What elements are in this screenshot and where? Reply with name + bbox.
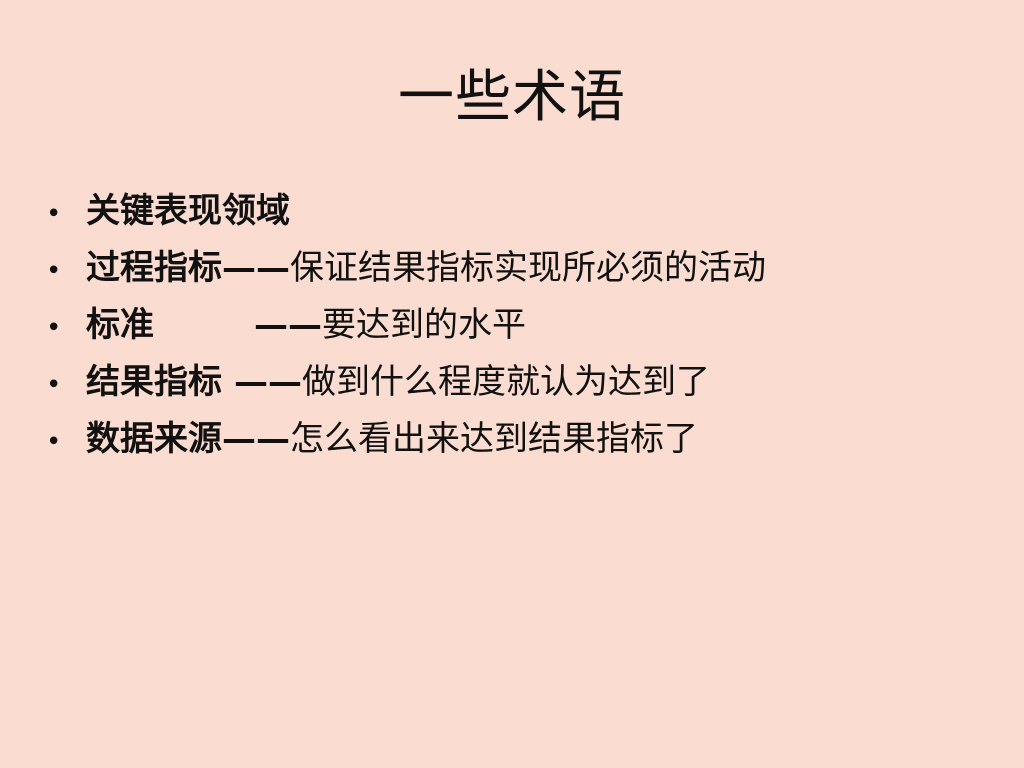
term-dash: —— — [222, 419, 290, 459]
slide-title: 一些术语 — [398, 65, 626, 130]
bullet-icon: • — [46, 256, 62, 286]
term-label: 结果指标 — [86, 362, 222, 402]
term-description: 要达到的水平 — [322, 305, 526, 345]
term-label: 关键表现领域 — [86, 191, 290, 231]
bullet-icon: • — [46, 370, 62, 400]
list-item: • 关键表现领域 — [46, 185, 996, 242]
term-list: • 关键表现领域 • 过程指标——保证结果指标实现所必须的活动 • 标准——要达… — [46, 185, 996, 470]
term-description: 怎么看出来达到结果指标了 — [290, 419, 698, 459]
list-item: • 结果指标 ——做到什么程度就认为达到了 — [46, 356, 996, 413]
term-dash: —— — [254, 305, 322, 345]
list-item: • 标准 ——要达到的水平 — [46, 299, 996, 356]
term-label: 过程指标 — [86, 248, 222, 288]
bullet-icon: • — [46, 199, 62, 229]
term-description: 做到什么程度就认为达到了 — [302, 362, 710, 402]
term-description: 保证结果指标实现所必须的活动 — [290, 248, 766, 288]
list-item: • 数据来源——怎么看出来达到结果指标了 — [46, 413, 996, 470]
term-dash: —— — [234, 362, 302, 402]
bullet-icon: • — [46, 313, 62, 343]
list-item: • 过程指标——保证结果指标实现所必须的活动 — [46, 242, 996, 299]
term-label: 标准 — [86, 305, 154, 345]
term-label: 数据来源 — [86, 419, 222, 459]
term-dash: —— — [222, 248, 290, 288]
bullet-icon: • — [46, 427, 62, 457]
